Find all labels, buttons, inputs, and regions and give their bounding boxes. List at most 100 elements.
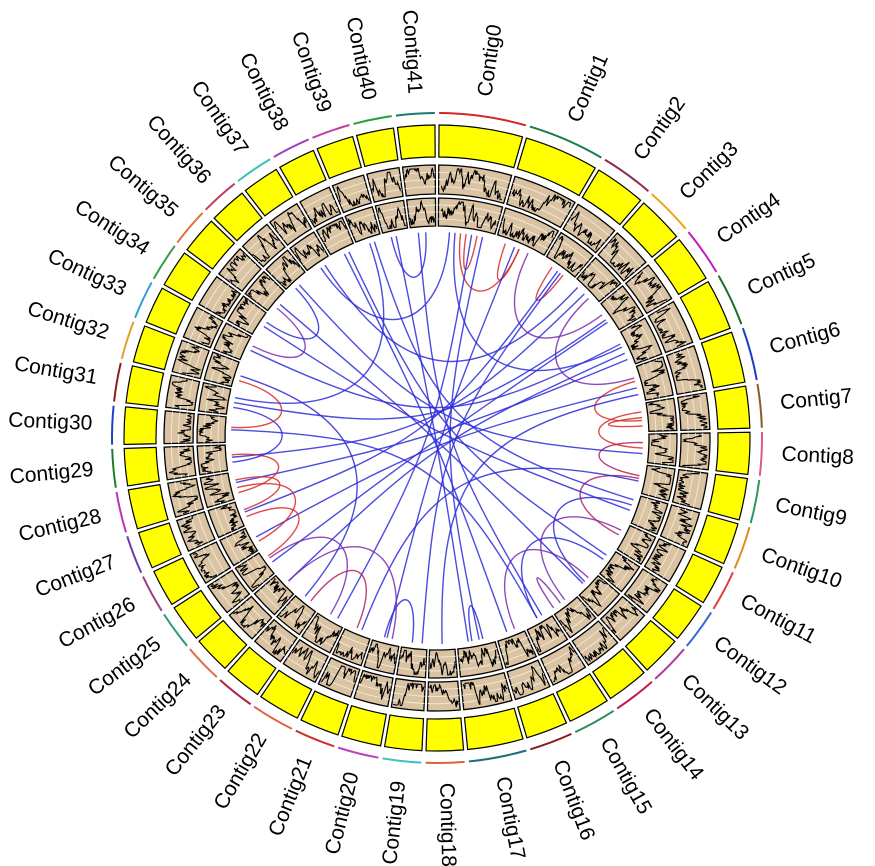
track-grid-line bbox=[319, 223, 346, 237]
contig-track-line bbox=[232, 605, 266, 629]
contig-track-line bbox=[429, 652, 456, 677]
track-grid-line bbox=[278, 215, 305, 235]
contig-ideogram bbox=[163, 252, 212, 302]
contig-track-line bbox=[171, 482, 199, 515]
track-grid-line bbox=[557, 238, 589, 262]
track-grid-line bbox=[335, 647, 364, 660]
track-grid-line bbox=[186, 379, 194, 410]
contig-track-line bbox=[584, 627, 608, 662]
track-grid-line bbox=[570, 216, 606, 243]
track-grid-line bbox=[503, 649, 534, 662]
contig-ideogram bbox=[355, 127, 399, 168]
track-grid-line bbox=[192, 347, 203, 377]
track-grid-line bbox=[370, 181, 402, 189]
contig-track-line bbox=[604, 556, 635, 583]
contig-track-line bbox=[321, 220, 347, 242]
contig-ideogram bbox=[198, 619, 248, 670]
track-grid-line bbox=[429, 662, 457, 665]
contig-ideogram bbox=[341, 704, 388, 747]
track-grid-line bbox=[607, 243, 636, 272]
contig-track-line bbox=[280, 255, 301, 286]
synteny-link bbox=[231, 429, 538, 619]
contig-track-line bbox=[674, 508, 693, 545]
contig-color-band bbox=[273, 138, 310, 158]
synteny-link bbox=[231, 293, 585, 458]
contig-color-band bbox=[425, 760, 465, 764]
contig-label: Contig23 bbox=[161, 701, 231, 781]
track-grid-line bbox=[405, 186, 436, 190]
track-grid-line bbox=[636, 273, 660, 307]
contig-color-band bbox=[295, 729, 335, 748]
track-grid-line bbox=[211, 284, 229, 312]
contig-track-line bbox=[676, 473, 700, 506]
contig-track-line bbox=[313, 616, 340, 645]
track-grid-line bbox=[462, 693, 511, 703]
track-grid-line bbox=[654, 312, 673, 351]
contig-track-line bbox=[220, 505, 239, 531]
contig-ideogram bbox=[653, 238, 707, 296]
track-grid-line bbox=[347, 213, 375, 224]
track-grid-line bbox=[679, 350, 692, 392]
track-grid-line bbox=[234, 610, 258, 634]
track-grid-line bbox=[438, 211, 499, 222]
contig-track-line bbox=[211, 354, 232, 384]
contig-track-line bbox=[252, 232, 279, 263]
track-grid-line bbox=[593, 589, 615, 612]
synteny-link bbox=[594, 380, 643, 422]
contig-track-line bbox=[291, 646, 320, 679]
contig-track-line bbox=[462, 681, 508, 705]
track-grid-line bbox=[508, 196, 565, 222]
synteny-link bbox=[298, 284, 643, 455]
track-grid-line bbox=[637, 497, 649, 527]
synteny-link bbox=[343, 253, 508, 633]
track-grid-line bbox=[183, 518, 196, 549]
track-grid-line bbox=[392, 699, 425, 704]
track-grid-line bbox=[372, 188, 403, 196]
track-grid-line bbox=[649, 501, 662, 532]
contig-color-band bbox=[115, 491, 127, 533]
contig-track-line bbox=[238, 563, 267, 589]
synteny-link bbox=[240, 375, 358, 597]
track-grid-line bbox=[210, 415, 213, 443]
track-grid-line bbox=[178, 412, 181, 444]
track-grid-line bbox=[501, 643, 531, 655]
contig-track-line bbox=[335, 643, 363, 661]
contig-color-band bbox=[616, 680, 653, 710]
track-grid-line bbox=[615, 562, 635, 588]
track-grid-line bbox=[250, 276, 270, 299]
contig-label: Contig31 bbox=[13, 352, 100, 389]
contig-track-line bbox=[168, 447, 192, 476]
contig-track-line bbox=[320, 665, 357, 687]
track-grid-line bbox=[217, 289, 235, 316]
track-grid-line bbox=[340, 195, 370, 207]
contig-label: Contig32 bbox=[25, 297, 112, 344]
contig-color-band bbox=[142, 576, 163, 612]
track-grid-line bbox=[626, 328, 643, 362]
track-grid-line bbox=[245, 308, 261, 331]
synteny-link bbox=[386, 246, 516, 639]
synteny-link bbox=[255, 387, 637, 538]
contig-track-line bbox=[502, 218, 555, 247]
track-grid-line bbox=[642, 363, 653, 399]
contig-track-line bbox=[247, 275, 271, 298]
track-grid-line bbox=[235, 263, 257, 288]
synteny-link bbox=[250, 343, 621, 409]
contig-color-band bbox=[687, 231, 718, 273]
synteny-link bbox=[231, 380, 283, 429]
contig-track-line bbox=[504, 637, 534, 666]
contig-ideogram bbox=[679, 280, 731, 341]
contig-ideogram bbox=[516, 693, 568, 739]
track-grid-line bbox=[302, 249, 325, 266]
contig-color-band bbox=[312, 124, 350, 139]
track-grid-line bbox=[209, 544, 225, 572]
contig-label: Contig38 bbox=[235, 49, 293, 134]
track-grid-line bbox=[549, 250, 580, 273]
contig-track-line bbox=[651, 467, 672, 499]
track-grid-line bbox=[287, 657, 319, 677]
track-grid-line bbox=[264, 584, 285, 605]
contig-track-line bbox=[203, 477, 230, 503]
contig-label: Contig4 bbox=[712, 188, 785, 249]
track-layer bbox=[163, 164, 711, 712]
track-grid-line bbox=[503, 214, 556, 238]
track-grid-line bbox=[647, 466, 655, 496]
